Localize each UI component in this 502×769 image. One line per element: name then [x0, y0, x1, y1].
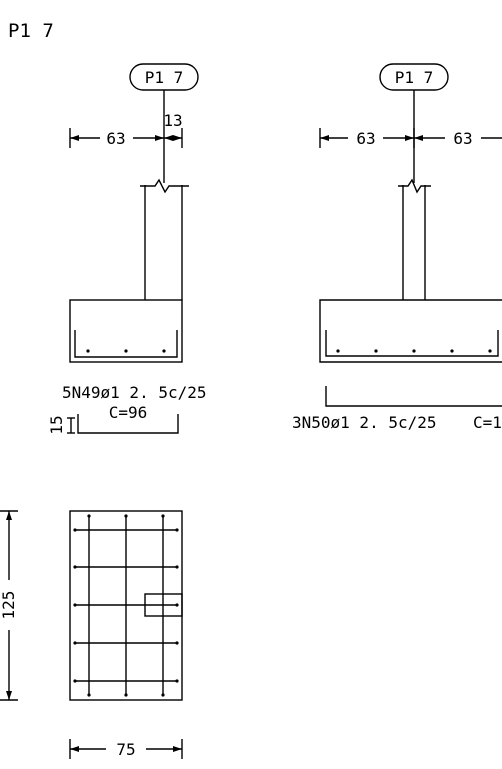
right-dim-right: 63 — [453, 129, 472, 148]
right-section-view: P1 7 63 63 3N50ø1 2. 5c/25 C= — [292, 63, 502, 432]
plan-width-dimension — [69, 739, 183, 759]
right-dim-left: 63 — [356, 129, 375, 148]
left-footing — [69, 299, 183, 363]
right-footing — [319, 299, 502, 363]
left-rebar — [74, 330, 178, 358]
right-bar-shape — [325, 386, 502, 407]
right-bar-label: 3N50ø1 2. 5c/25 — [292, 413, 437, 432]
right-column-tag: P1 7 — [395, 68, 434, 87]
plan-height-dim: 125 — [0, 591, 18, 620]
right-column — [398, 178, 431, 300]
left-dim-right: 13 — [163, 111, 182, 130]
left-column-tag: P1 7 — [145, 68, 184, 87]
left-hook-length: 15 — [47, 415, 66, 434]
right-bar-length: C=1 — [473, 413, 502, 432]
plan-view: 125 — [0, 510, 183, 759]
plan-height-dimension — [0, 510, 18, 701]
plan-width-dim: 75 — [116, 740, 135, 759]
left-bar-label: 5N49ø1 2. 5c/25 — [62, 383, 207, 402]
left-hook-dim — [67, 417, 75, 434]
left-bar-shape — [77, 414, 179, 434]
plan-rebar-grid — [73, 514, 179, 697]
right-rebar — [325, 330, 499, 357]
sheet-title: P1 7 — [8, 20, 54, 42]
left-bar-length: C=96 — [109, 403, 148, 422]
left-dim-left: 63 — [106, 129, 125, 148]
left-column — [140, 178, 189, 300]
left-section-view: P1 7 63 13 5N49ø1 2. 5c/25 — [47, 63, 207, 435]
left-dimension-line — [69, 128, 183, 148]
right-dimension-line — [319, 128, 502, 148]
